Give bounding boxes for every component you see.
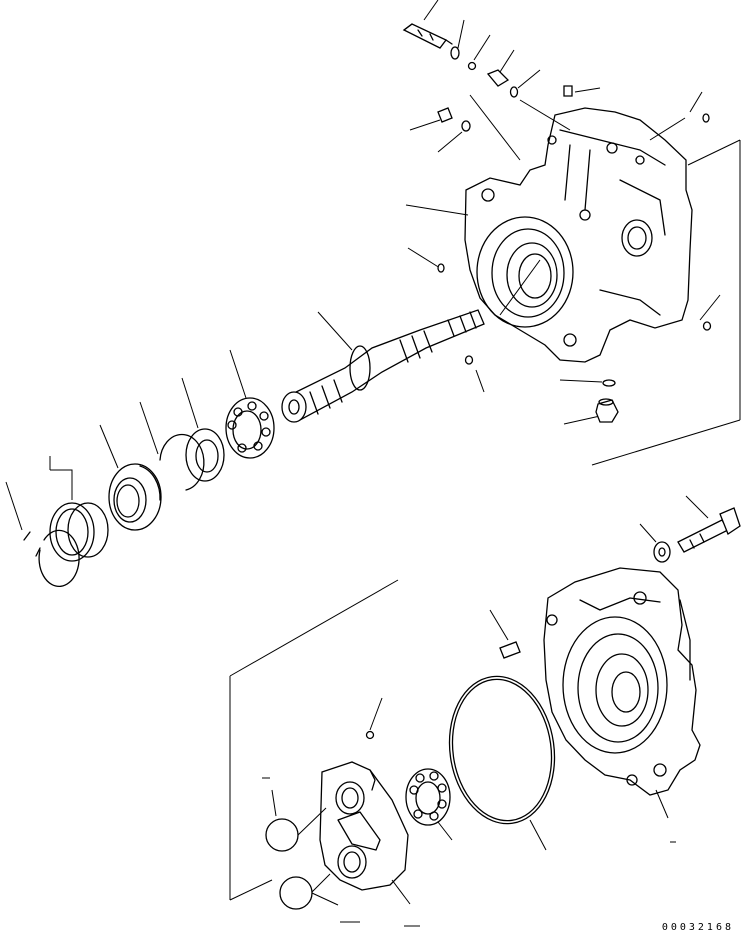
lower-assembly-frame (229, 579, 399, 901)
reference-circles (265, 789, 339, 910)
top-plug[interactable] (486, 69, 519, 98)
top-bolt[interactable] (402, 23, 453, 49)
end-cover-housing[interactable] (543, 567, 701, 819)
top-washer[interactable] (450, 46, 460, 60)
drive-shaft[interactable] (281, 309, 485, 423)
scan-marks (262, 777, 676, 927)
spacer-ring[interactable] (181, 377, 225, 482)
top-ball[interactable] (467, 61, 477, 71)
retainer-ring[interactable] (139, 401, 205, 491)
upper-fasteners[interactable] (437, 107, 712, 423)
lower-bearing[interactable] (405, 768, 453, 841)
upper-pump-housing[interactable] (464, 107, 693, 363)
upper-leader-lines (405, 0, 721, 425)
dowel-pin[interactable] (489, 609, 521, 659)
snap-ring[interactable] (5, 481, 80, 588)
drawing-code: 00032168 (661, 922, 734, 933)
shim-rings[interactable] (49, 456, 109, 562)
pin-top[interactable] (563, 85, 573, 97)
upper-assembly-frame (469, 94, 741, 466)
large-o-ring[interactable] (440, 669, 564, 851)
valve-block[interactable] (319, 697, 411, 905)
oil-seal[interactable] (99, 424, 162, 531)
upper-bearing[interactable] (225, 349, 275, 459)
lower-bolt[interactable] (677, 495, 741, 553)
lower-washer[interactable] (639, 523, 671, 563)
